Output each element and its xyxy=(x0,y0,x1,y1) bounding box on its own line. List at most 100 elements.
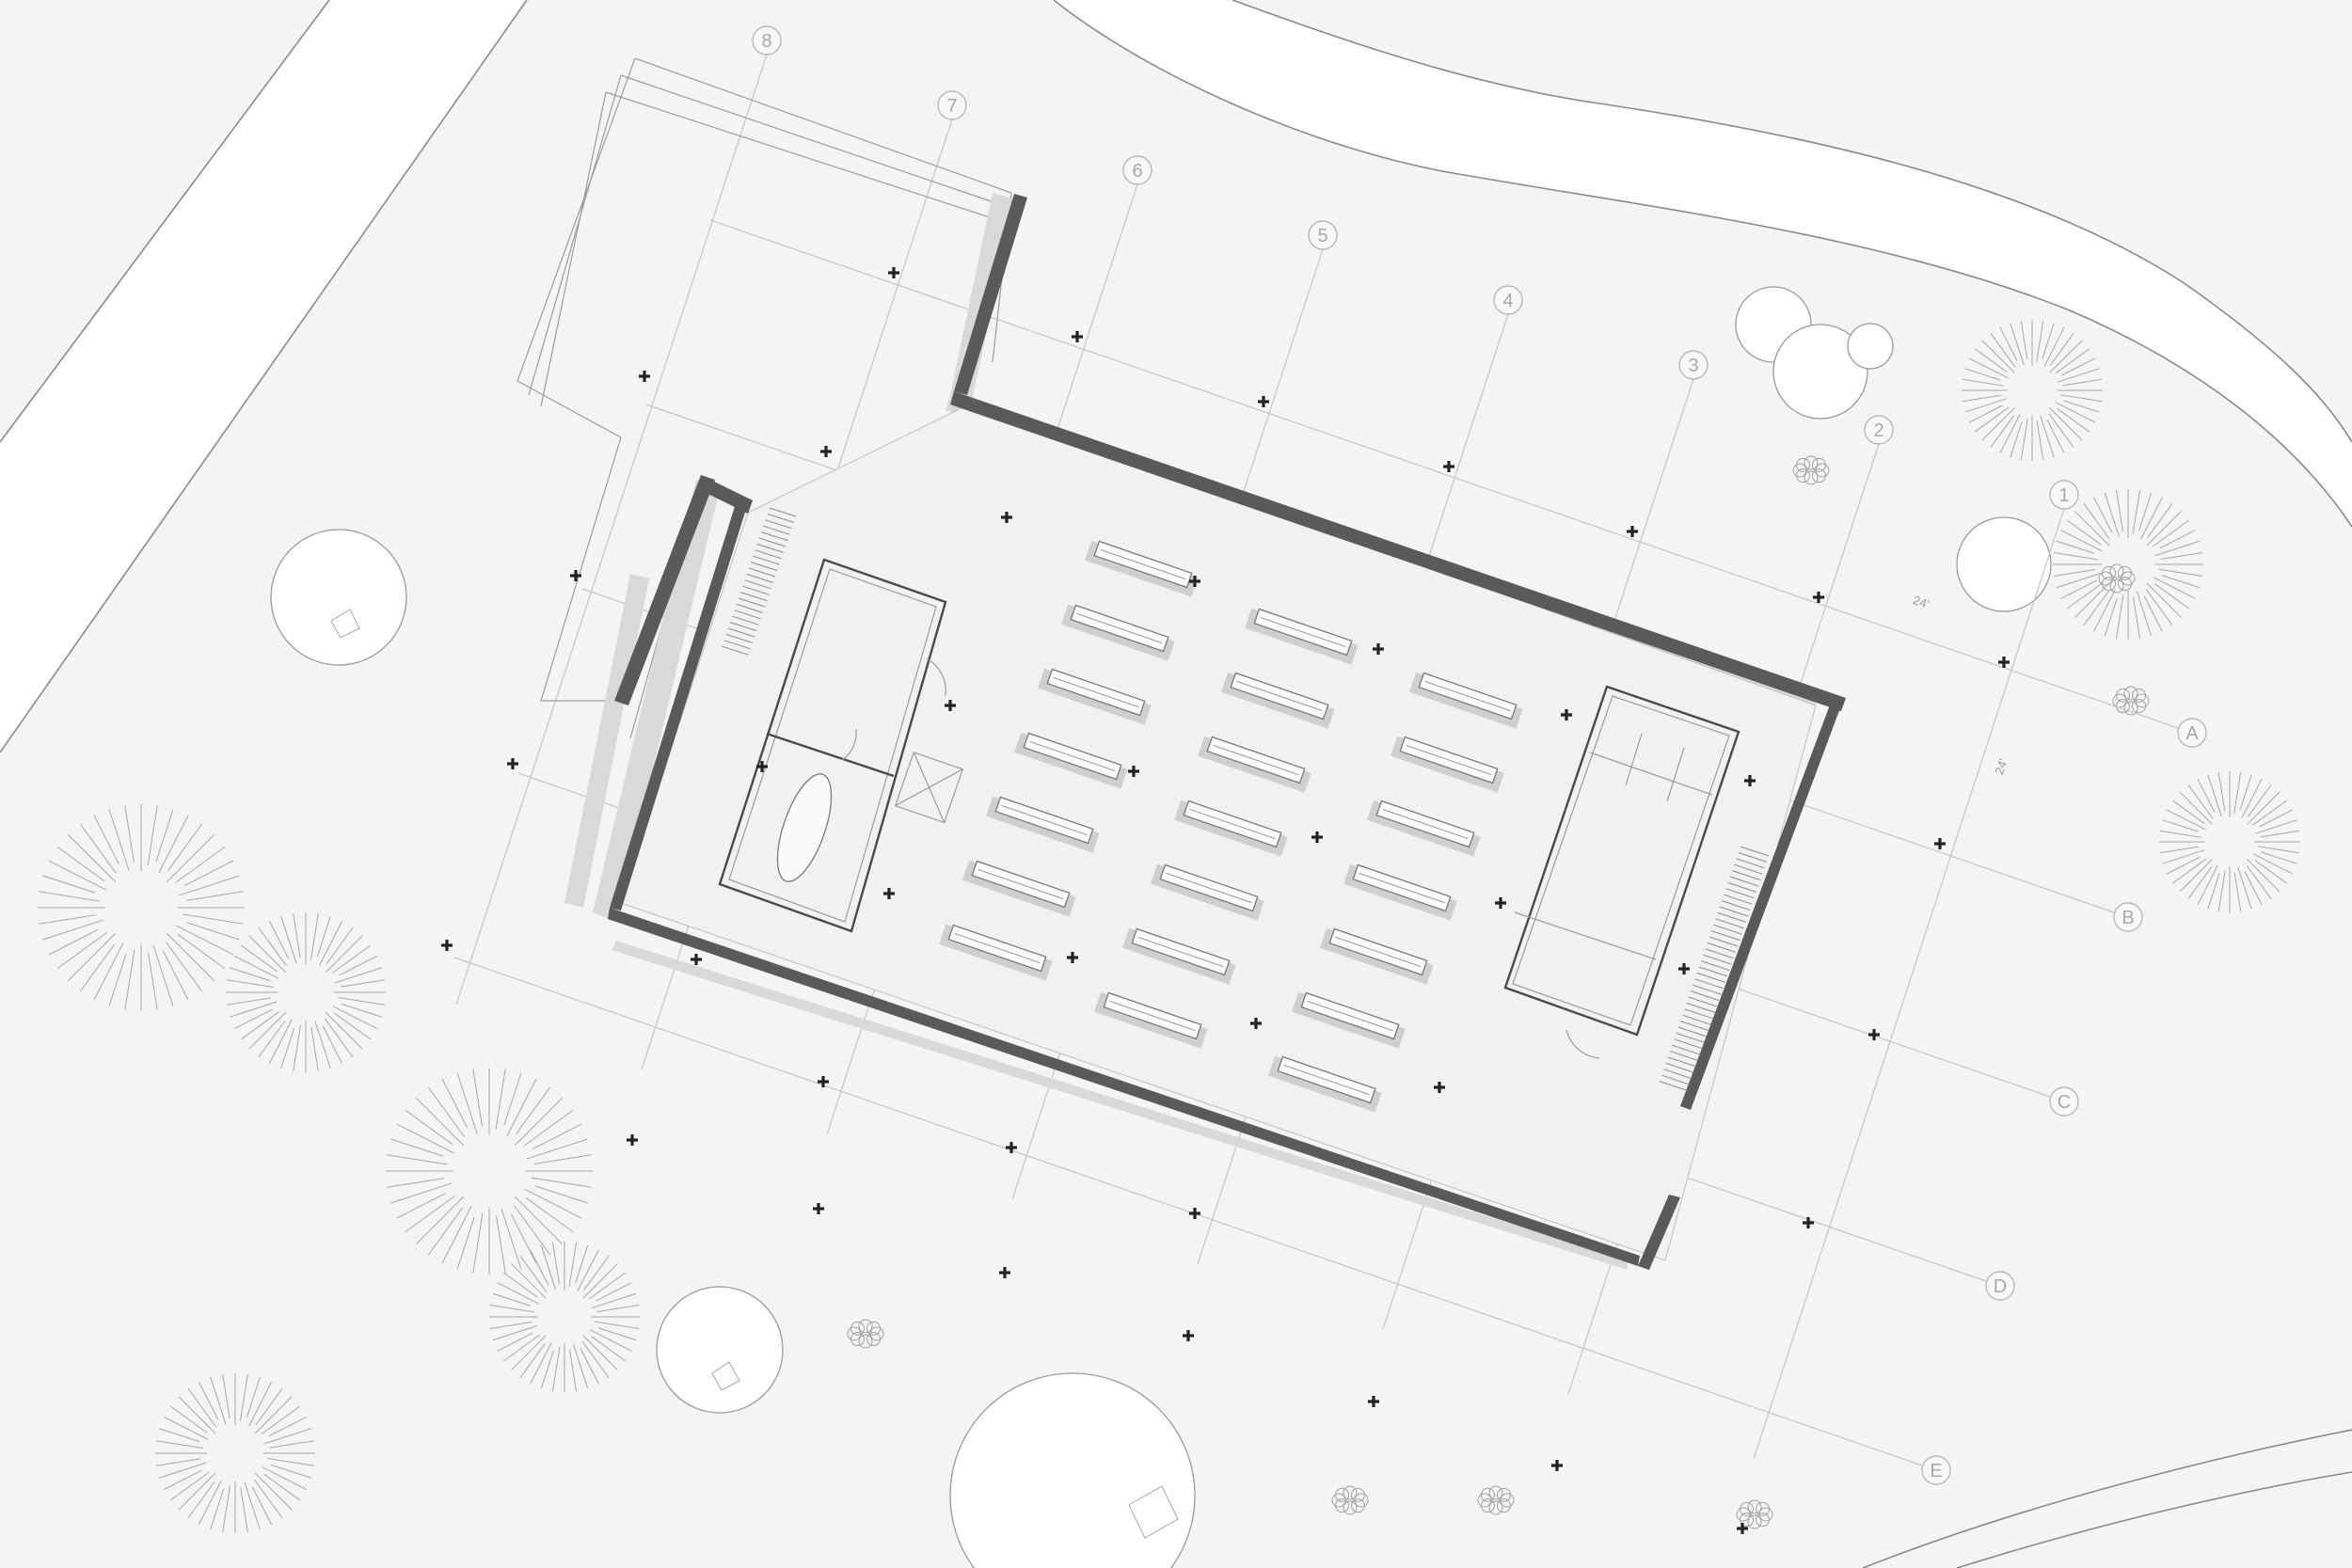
grid-crosshair-icon xyxy=(570,570,581,581)
grid-crosshair-icon xyxy=(691,954,702,965)
grid-crosshair-icon xyxy=(1627,526,1638,537)
office-core xyxy=(718,558,964,933)
reading-desk xyxy=(1367,800,1481,857)
grid-bubble-col-3: 3 xyxy=(1678,350,1708,380)
reading-desk xyxy=(962,860,1076,917)
svg-text:2: 2 xyxy=(1873,420,1883,441)
grid-crosshair-icon xyxy=(883,888,895,899)
reading-desk xyxy=(939,924,1053,981)
reading-desk xyxy=(1014,732,1128,789)
grid-crosshair-icon xyxy=(1072,331,1083,342)
reading-desk xyxy=(1038,668,1152,725)
grid-crosshair-icon xyxy=(1128,766,1139,777)
grid-crosshair-icon xyxy=(1678,963,1690,974)
grid-crosshair-icon xyxy=(756,761,768,772)
svg-text:4: 4 xyxy=(1502,291,1513,311)
reading-desk xyxy=(1245,608,1359,665)
grid-bubble-row-A: A xyxy=(2177,718,2207,748)
reading-desk xyxy=(1268,1055,1382,1113)
grid-crosshair-icon xyxy=(639,371,650,382)
reading-desk xyxy=(1174,800,1288,857)
grid-crosshair-icon xyxy=(1258,396,1269,407)
grid-crosshair-icon xyxy=(1744,775,1756,786)
grid-bubble-row-C: C xyxy=(2049,1086,2079,1117)
reading-desk xyxy=(1085,540,1199,597)
grid-crosshair-icon xyxy=(1189,576,1200,587)
grid-crosshair-icon xyxy=(818,1076,829,1087)
grid-line-row xyxy=(709,219,2179,729)
svg-text:E: E xyxy=(1930,1461,1942,1481)
reading-desk xyxy=(1391,736,1504,793)
grid-bubble-col-2: 2 xyxy=(1864,415,1894,445)
grid-crosshair-icon xyxy=(1001,512,1012,523)
restroom-core xyxy=(1503,685,1740,1059)
reading-desk xyxy=(1061,604,1175,661)
stair-icon xyxy=(722,507,797,656)
svg-text:7: 7 xyxy=(946,96,957,117)
svg-text:A: A xyxy=(2185,723,2199,744)
grid-crosshair-icon xyxy=(1813,592,1824,603)
exterior-walls xyxy=(608,194,1846,1270)
grid-crosshair-icon xyxy=(1189,1208,1200,1219)
door-swing-icon xyxy=(841,657,946,761)
grid-crosshair-icon xyxy=(1067,952,1078,963)
reading-desk xyxy=(1151,863,1264,921)
shrub-icon xyxy=(847,455,2150,1529)
grid-crosshair-icon xyxy=(1934,838,1946,849)
grid-crosshair-icon xyxy=(441,940,453,951)
grid-crosshair-icon xyxy=(945,700,956,711)
tree-icon xyxy=(1735,286,1894,420)
reading-desk xyxy=(986,796,1100,853)
grid-crosshair-icon xyxy=(627,1134,638,1146)
grid-bubble-col-7: 7 xyxy=(937,90,967,120)
grid-crosshair-icon xyxy=(1998,657,2010,668)
grid-bubble-row-D: D xyxy=(1985,1271,2015,1301)
grid-crosshair-icon xyxy=(1551,1460,1563,1471)
tree-icon xyxy=(949,1372,1196,1568)
reading-desk xyxy=(1122,927,1236,985)
reading-desk xyxy=(1409,672,1523,729)
reading-desk xyxy=(1343,863,1457,921)
reading-desks xyxy=(939,540,1523,1113)
grid-bubbles: 8 7 6 5 4 3 2 1 xyxy=(752,25,2207,1485)
grid-bubble-col-6: 6 xyxy=(1122,155,1152,185)
dimension-label-side: 24' xyxy=(1992,757,2010,777)
grid-line-row xyxy=(453,957,1923,1466)
grid-crosshair-icon xyxy=(1183,1330,1194,1341)
reading-desk xyxy=(1094,991,1208,1049)
reading-desk xyxy=(1221,672,1335,729)
svg-text:8: 8 xyxy=(761,31,771,52)
grid-crosshair-icon xyxy=(1368,1396,1379,1407)
grid-bubble-col-4: 4 xyxy=(1493,285,1523,315)
grid-crosshair-icon xyxy=(1868,1029,1880,1040)
grid-bubble-col-8: 8 xyxy=(752,25,782,55)
elevator-shaft xyxy=(894,752,964,824)
tree-icon xyxy=(270,529,407,666)
grid-bubble-col-1: 1 xyxy=(2049,480,2079,510)
grid-crosshair-icon xyxy=(888,267,899,278)
grid-crosshair-icon xyxy=(1803,1217,1814,1228)
grid-crosshair-icon xyxy=(999,1267,1010,1278)
terrace xyxy=(516,57,1012,739)
grid-crosshair-icon xyxy=(1373,643,1384,655)
grid-crosshair-icon xyxy=(1434,1082,1445,1093)
svg-text:3: 3 xyxy=(1688,356,1698,376)
grid-crosshair-icon xyxy=(1250,1018,1262,1029)
grid-crosshair-icon xyxy=(507,758,518,769)
grid-crosshair-icon xyxy=(820,446,832,457)
grid-crosshairs xyxy=(441,267,2010,1534)
starburst-trees xyxy=(38,320,2300,1533)
door-swing-icon xyxy=(1565,1029,1600,1059)
reading-desk xyxy=(1292,991,1406,1049)
dimension-label-top: 24' xyxy=(1912,593,1931,611)
grid-bubble-col-5: 5 xyxy=(1308,220,1338,250)
svg-text:6: 6 xyxy=(1132,161,1142,182)
svg-text:B: B xyxy=(2122,908,2134,928)
svg-text:1: 1 xyxy=(2058,485,2069,506)
dimension-labels: 24' 24' xyxy=(1912,593,2010,776)
grid-bubble-row-B: B xyxy=(2113,902,2143,932)
tree-icon xyxy=(656,1286,784,1414)
grid-crosshair-icon xyxy=(1443,461,1454,472)
